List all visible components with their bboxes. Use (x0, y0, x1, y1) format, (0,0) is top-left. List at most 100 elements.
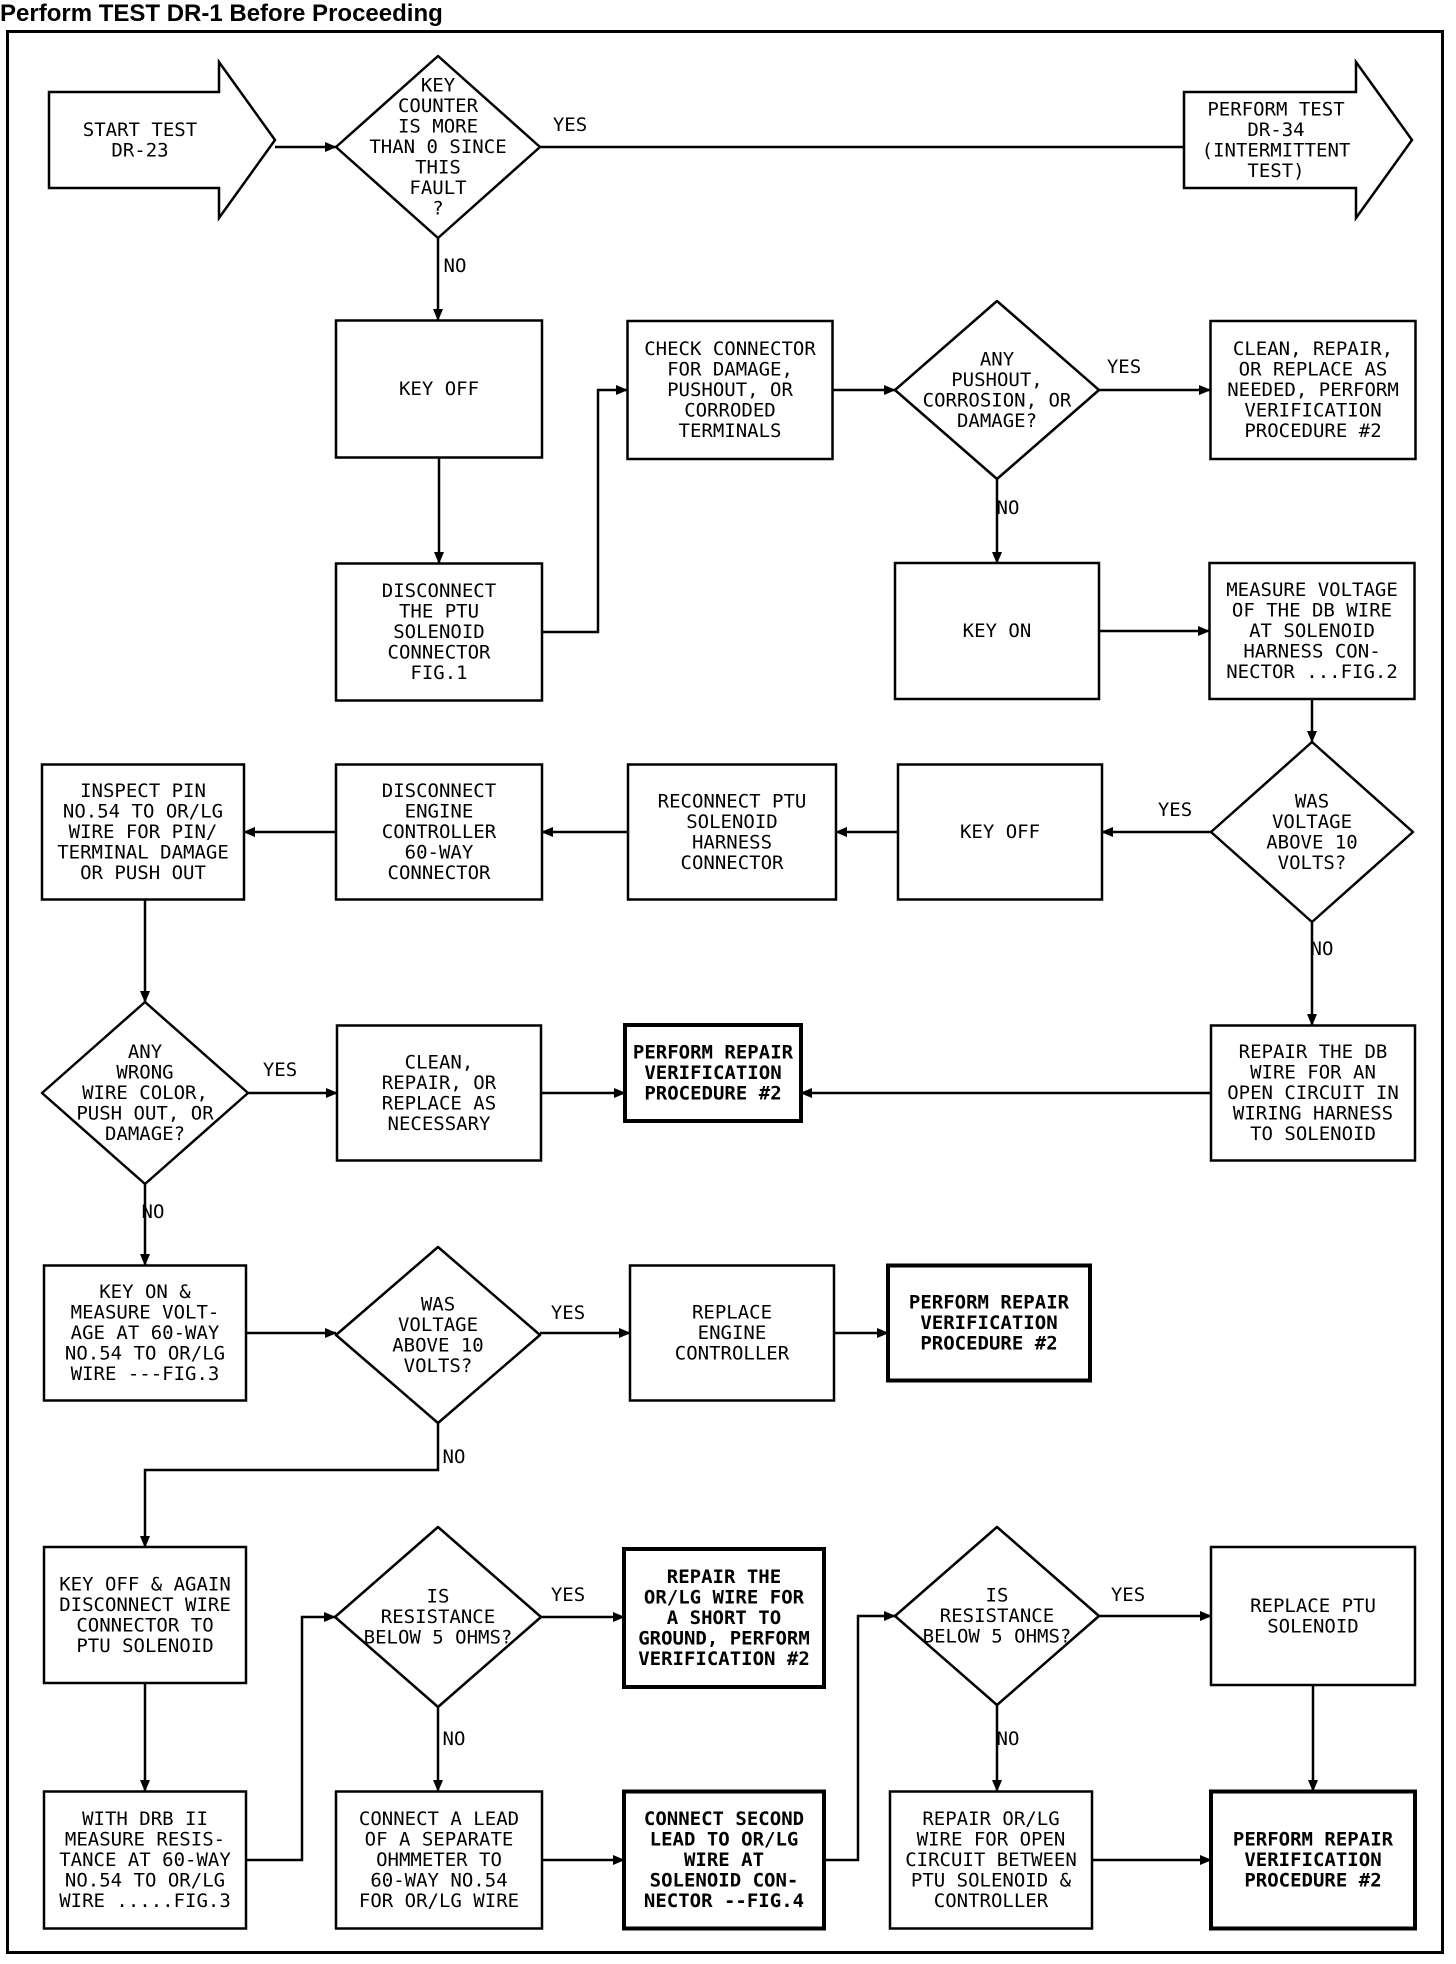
node-text-line: RESISTANCE (940, 1605, 1054, 1627)
node-text-line: SOLENOID (393, 621, 485, 643)
node-text-line: DR-23 (111, 139, 168, 161)
node-text-line: PERFORM REPAIR (633, 1042, 794, 1064)
node-text-line: FAULT (409, 177, 466, 199)
node-text-line: TERMINALS (679, 420, 782, 442)
node-text-line: WIRE .....FIG.3 (59, 1890, 231, 1912)
node-text-line: WIRE ---FIG.3 (71, 1363, 220, 1385)
node-text-line: VOLTAGE (1272, 811, 1352, 833)
node-text-line: ABOVE 10 (1266, 831, 1358, 853)
node-text-line: KEY OFF (960, 821, 1040, 843)
node-text-line: TEST) (1247, 160, 1304, 182)
node-text-line: OF THE DB WIRE (1232, 600, 1392, 622)
node-text-line: PUSHOUT, OR (667, 379, 793, 401)
node-text-line: CORROSION, OR (923, 389, 1072, 411)
node-text-line: PROCEDURE #2 (920, 1333, 1057, 1355)
node-text-line: DR-34 (1247, 119, 1304, 141)
node-text-line: MEASURE VOLTAGE (1226, 579, 1398, 601)
node-text-line: THIS (415, 157, 461, 179)
node-text-line: ENGINE (698, 1322, 767, 1344)
node-text-line: VERIFICATION #2 (638, 1648, 810, 1670)
node-text-line: DAMAGE? (105, 1123, 185, 1145)
node-text-line: REPLACE PTU (1250, 1595, 1376, 1617)
node-text-line: OR REPLACE AS (1239, 359, 1388, 381)
node-text-line: TO SOLENOID (1250, 1123, 1376, 1145)
node-text-line: LEAD TO OR/LG (650, 1829, 799, 1851)
branch-label-no: NO (997, 1728, 1020, 1750)
node-text-line: AT SOLENOID (1249, 620, 1375, 642)
branch-label-yes: YES (1107, 356, 1141, 378)
node-text-line: ANY (128, 1041, 163, 1063)
node-text-line: PROCEDURE #2 (1244, 1870, 1381, 1892)
branch-label-yes: YES (263, 1059, 297, 1081)
connector-line (542, 385, 628, 634)
node-text-line: BELOW 5 OHMS? (923, 1626, 1072, 1648)
node-text-line: WRONG (116, 1062, 173, 1084)
branch-label-no: NO (444, 255, 467, 277)
node-text-line: NEEDED, PERFORM (1227, 379, 1399, 401)
branch-label-no: NO (443, 1446, 466, 1468)
node-text-line: HARNESS CON- (1243, 641, 1380, 663)
node-text-line: IS (427, 1586, 450, 1608)
node-text-line: NECTOR ...FIG.2 (1226, 661, 1398, 683)
node-text-line: NECESSARY (388, 1113, 492, 1135)
node-text-line: OR/LG WIRE FOR (644, 1587, 805, 1609)
node-text-line: WIRE FOR AN (1250, 1062, 1376, 1084)
branch-label-yes: YES (553, 114, 587, 136)
connector-line (824, 1611, 896, 1862)
node-text-line: TANCE AT 60-WAY (59, 1849, 231, 1871)
node-text-line: REPAIR OR/LG (922, 1808, 1059, 1830)
node-text-line: ? (432, 198, 443, 220)
node-text-line: CONTROLLER (675, 1343, 790, 1365)
node-text-line: CLEAN, (405, 1051, 474, 1073)
node-text-line: CLEAN, REPAIR, (1233, 338, 1393, 360)
node-text-line: SOLENOID CON- (650, 1870, 799, 1892)
node-text-line: CHECK CONNECTOR (644, 338, 816, 360)
node-text-line: 60-WAY (405, 842, 474, 864)
node-text-line: KEY OFF (399, 378, 479, 400)
node-text-line: OHMMETER TO (376, 1849, 502, 1871)
node-text-line: DISCONNECT (382, 580, 496, 602)
branch-label-no: NO (1311, 938, 1334, 960)
node-text-line: PUSHOUT, (951, 369, 1043, 391)
node-text-line: THE PTU (399, 601, 479, 623)
node-text-line: WIRE FOR PIN/ (69, 821, 218, 843)
node-text-line: IS (986, 1585, 1009, 1607)
node-text-line: REPAIR, OR (382, 1072, 497, 1094)
node-text-line: VERIFICATION (1244, 1849, 1381, 1871)
node-text-line: KEY ON & (99, 1281, 191, 1303)
node-text-line: HARNESS (692, 831, 772, 853)
connector-line (246, 1612, 336, 1862)
node-text-line: NECTOR --FIG.4 (644, 1890, 804, 1912)
branch-label-no: NO (142, 1201, 165, 1223)
node-text-line: CONNECTOR (681, 852, 785, 874)
node-text-line: KEY (421, 75, 456, 97)
node-text-line: RESISTANCE (381, 1606, 495, 1628)
node-text-line: INSPECT PIN (80, 780, 206, 802)
node-text-line: 60-WAY NO.54 (370, 1870, 507, 1892)
node-text-line: PTU SOLENOID (76, 1635, 213, 1657)
node-text-line: FOR DAMAGE, (667, 359, 793, 381)
branch-label-yes: YES (551, 1584, 585, 1606)
node-text-line: WAS (1295, 790, 1329, 812)
node-key-on2: KEY ON &MEASURE VOLT-AGE AT 60-WAYNO.54 … (42, 1264, 248, 1402)
